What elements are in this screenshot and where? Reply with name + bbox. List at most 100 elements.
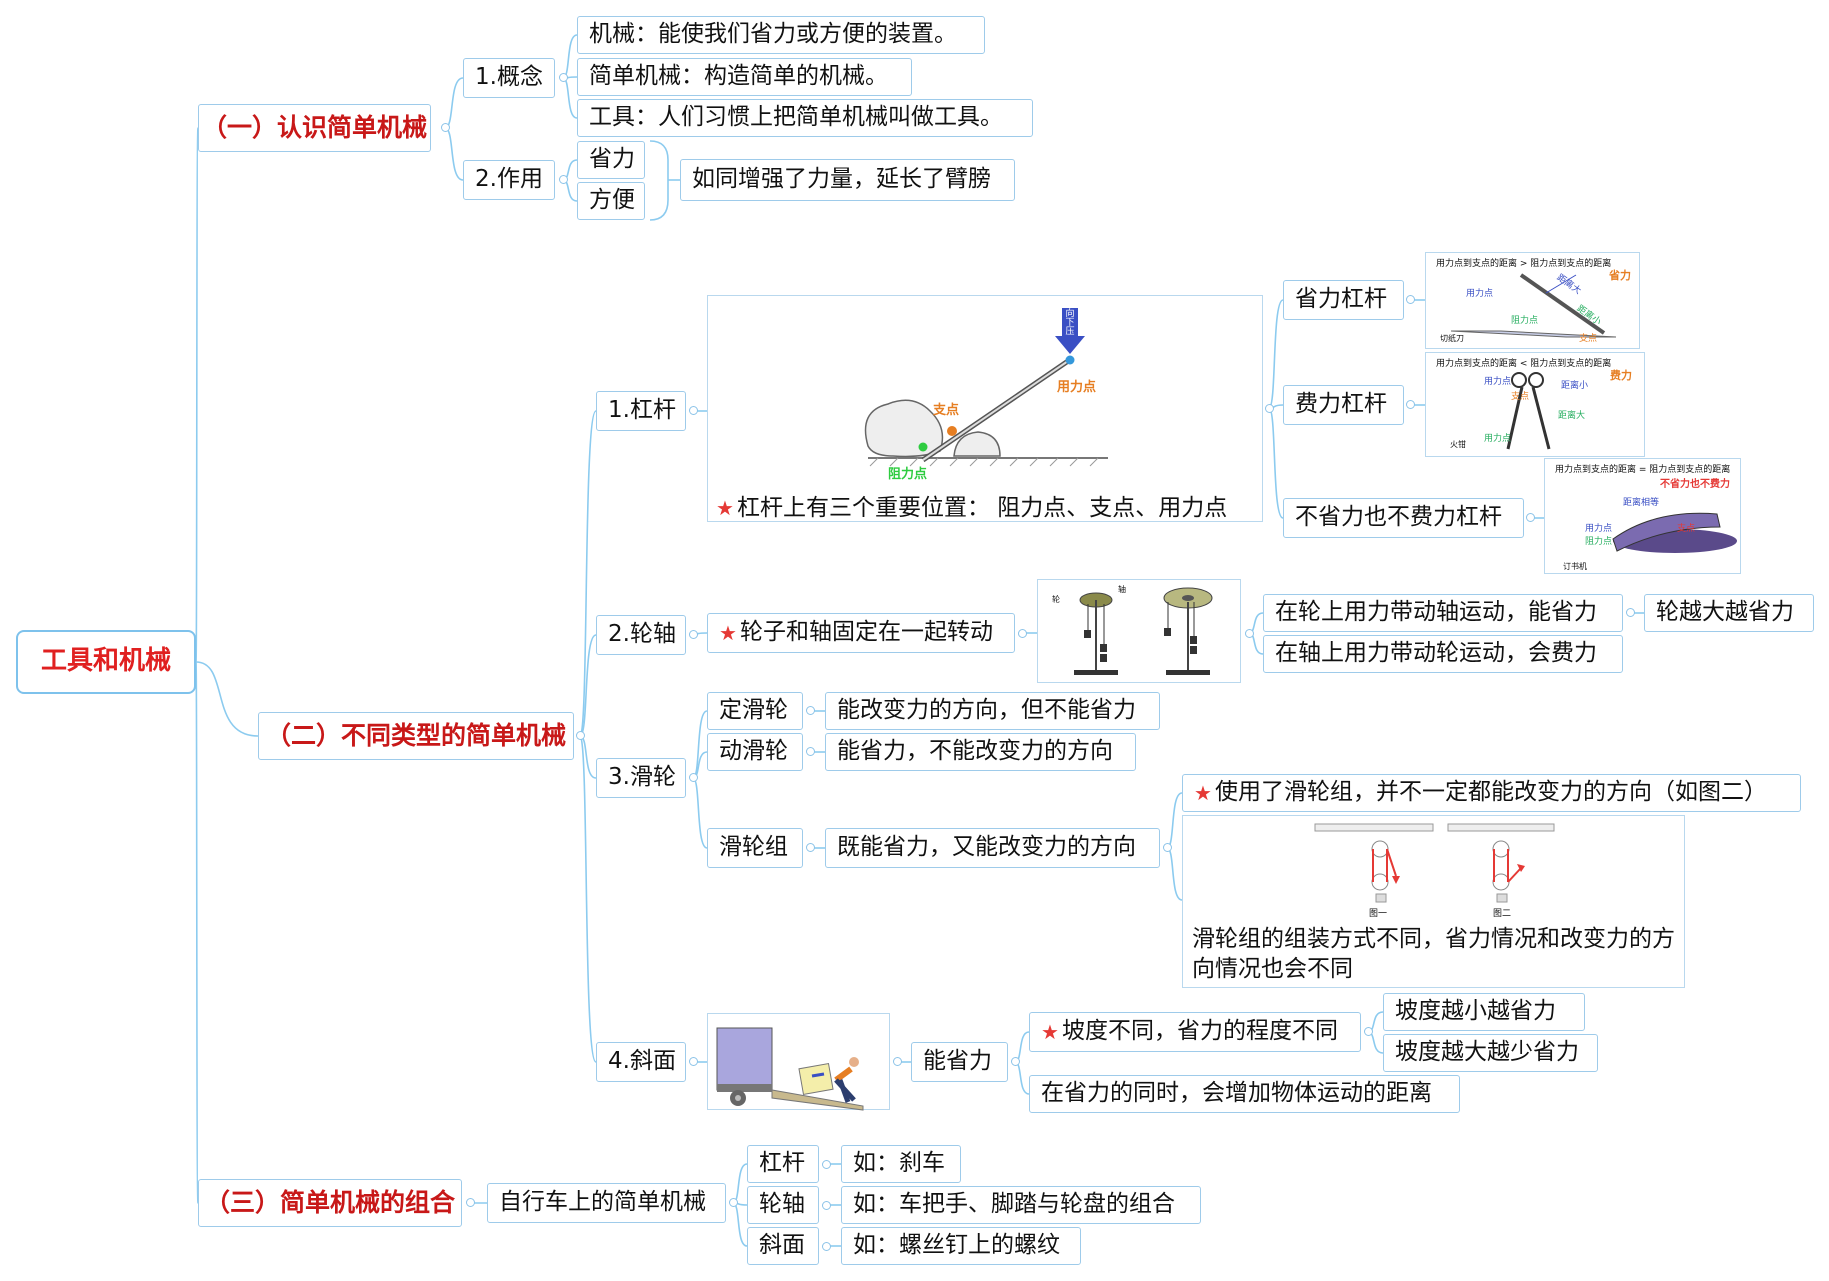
slope-note-text: 坡度不同，省力的程度不同 (1061, 1018, 1338, 1045)
collapse-dot[interactable] (1526, 513, 1535, 522)
wheel-axle-label-axle: 轴 (1118, 585, 1126, 594)
lever-node[interactable]: 1.杠杆 (596, 391, 686, 431)
lever-image-stapler[interactable]: 用力点到支点的距离 = 阻力点到支点的距离 不省力也不费力 距离相等 用力点 阻… (1544, 458, 1741, 574)
stapler-label-effort: 用力点 (1585, 524, 1613, 534)
collapse-dot[interactable] (1011, 1057, 1020, 1066)
connector-line (444, 127, 464, 181)
bicycle-example-screw[interactable]: 如：螺丝钉上的螺纹 (841, 1227, 1081, 1265)
concept-item-tool[interactable]: 工具：人们习惯上把简单机械叫做工具。 (577, 99, 1033, 137)
paper-cutter-tag: 省力 (1609, 269, 1631, 282)
wheel-axle-note[interactable]: ★轮子和轴固定在一起转动 (707, 613, 1015, 653)
collapse-dot[interactable] (822, 1160, 831, 1169)
slope-image[interactable] (707, 1013, 890, 1111)
slope-note[interactable]: ★坡度不同，省力的程度不同 (1029, 1012, 1361, 1052)
use-item-convenient[interactable]: 方便 (577, 182, 645, 220)
wheel-axle-case-1[interactable]: 在轮上用力带动轴运动，能省力 (1263, 594, 1623, 632)
concept-node[interactable]: 1.概念 (463, 58, 555, 98)
collapse-dot[interactable] (1245, 629, 1254, 638)
stapler-label-fulcrum: 支点 (1677, 524, 1696, 534)
bicycle-type-lever[interactable]: 杠杆 (747, 1145, 819, 1183)
bicycle-example-brake[interactable]: 如：刹车 (841, 1145, 961, 1183)
collapse-dot[interactable] (689, 406, 698, 415)
collapse-dot[interactable] (806, 747, 815, 756)
concept-item-simple-machine[interactable]: 简单机械：构造简单的机械。 (577, 58, 912, 96)
collapse-dot[interactable] (1406, 295, 1415, 304)
connector-line (692, 777, 708, 849)
bicycle-type-slope[interactable]: 斜面 (747, 1227, 819, 1265)
section-2-title[interactable]: （二）不同类型的简单机械 (258, 712, 574, 760)
fixed-pulley-node[interactable]: 定滑轮 (707, 692, 803, 730)
collapse-dot[interactable] (559, 73, 568, 82)
collapse-dot[interactable] (893, 1057, 902, 1066)
wheel-axle-case-2[interactable]: 在轴上用力带动轮运动，会费力 (1263, 635, 1623, 673)
bicycle-type-wheel-axle[interactable]: 轮轴 (747, 1186, 819, 1224)
paper-cutter-label-load: 阻力点 (1511, 316, 1539, 326)
wheel-axle-node[interactable]: 2.轮轴 (596, 615, 686, 655)
tongs-caption: 用力点到支点的距离 < 阻力点到支点的距离 (1436, 359, 1612, 369)
connector-line (562, 77, 578, 119)
pulley-block-note-text: 使用了滑轮组，并不一定都能改变力的方向（如图二） (1214, 779, 1767, 806)
pulley-block-note[interactable]: ★使用了滑轮组，并不一定都能改变力的方向（如图二） (1182, 774, 1801, 812)
connector-line (444, 77, 464, 129)
tongs-label-near: 距离小 (1561, 381, 1589, 391)
connector-line (195, 661, 259, 737)
slope-node[interactable]: 4.斜面 (596, 1042, 686, 1082)
slope-sub-gentle[interactable]: 坡度越小越省力 (1383, 993, 1585, 1031)
section-3-title[interactable]: （三）简单机械的组合 (198, 1179, 462, 1227)
lever-image-paper-cutter[interactable]: 用力点到支点的距离 > 阻力点到支点的距离 省力 用力点 距离大 阻力点 距离小… (1425, 252, 1640, 349)
lever-type-neutral[interactable]: 不省力也不费力杠杆 (1283, 498, 1524, 538)
movable-pulley-node[interactable]: 动滑轮 (707, 733, 803, 771)
lever-card[interactable]: 向下压 用力点 支点 阻力点 ★杠杆上有三个重要位置： 阻力点、支点、用力点 (707, 295, 1263, 522)
bracket-line (649, 140, 669, 221)
collapse-dot[interactable] (576, 731, 585, 740)
collapse-dot[interactable] (441, 123, 450, 132)
collapse-dot[interactable] (729, 1198, 738, 1207)
star-icon: ★ (1194, 781, 1212, 805)
section-1-title[interactable]: （一）认识简单机械 (198, 104, 431, 152)
collapse-dot[interactable] (822, 1201, 831, 1210)
pulley-block-card[interactable]: 图一 图二 滑轮组的组装方式不同，省力情况和改变力的方向情况也会不同 (1182, 815, 1685, 988)
wheel-axle-extra[interactable]: 轮越大越省力 (1644, 594, 1814, 632)
collapse-dot[interactable] (1406, 400, 1415, 409)
wheel-axle-illustration (1074, 587, 1213, 675)
concept-item-machine[interactable]: 机械：能使我们省力或方便的装置。 (577, 16, 985, 54)
pulley-figure-2-label: 图二 (1493, 909, 1512, 919)
collapse-dot[interactable] (822, 1242, 831, 1251)
collapse-dot[interactable] (1265, 404, 1274, 413)
collapse-dot[interactable] (806, 706, 815, 715)
root-node[interactable]: 工具和机械 (16, 630, 196, 694)
connector-line (692, 710, 708, 779)
collapse-dot[interactable] (689, 773, 698, 782)
lever-type-force-saving[interactable]: 省力杠杆 (1283, 280, 1404, 320)
slope-note-2[interactable]: 在省力的同时，会增加物体运动的距离 (1029, 1075, 1460, 1113)
collapse-dot[interactable] (1163, 843, 1172, 852)
use-item-save-force[interactable]: 省力 (577, 141, 645, 179)
lever-image-tongs[interactable]: 用力点到支点的距离 < 阻力点到支点的距离 费力 用力点 支点 距离小 距离大 … (1425, 352, 1645, 457)
stapler-label-equal: 距离相等 (1623, 498, 1660, 508)
fixed-pulley-desc[interactable]: 能改变力的方向，但不能省力 (825, 692, 1160, 730)
use-summary[interactable]: 如同增强了力量，延长了臂膀 (680, 159, 1015, 201)
lever-type-force-costing[interactable]: 费力杠杆 (1283, 385, 1404, 425)
collapse-dot[interactable] (689, 1057, 698, 1066)
bicycle-node[interactable]: 自行车上的简单机械 (487, 1183, 726, 1223)
wheel-axle-image[interactable]: 轮 轴 (1037, 579, 1241, 683)
pulley-node[interactable]: 3.滑轮 (596, 758, 686, 798)
connector-line (1166, 847, 1183, 901)
connector-line (1166, 792, 1183, 849)
bicycle-example-handlebar[interactable]: 如：车把手、脚踏与轮盘的组合 (841, 1186, 1201, 1224)
slope-sub-steep[interactable]: 坡度越大越少省力 (1383, 1034, 1598, 1072)
use-node[interactable]: 2.作用 (463, 160, 555, 200)
pulley-block-desc[interactable]: 既能省力，又能改变力的方向 (825, 828, 1160, 868)
collapse-dot[interactable] (1364, 1027, 1373, 1036)
collapse-dot[interactable] (1626, 608, 1635, 617)
slope-effect[interactable]: 能省力 (911, 1042, 1008, 1082)
collapse-dot[interactable] (1018, 629, 1027, 638)
movable-pulley-desc[interactable]: 能省力，不能改变力的方向 (825, 733, 1136, 771)
collapse-dot[interactable] (559, 175, 568, 184)
collapse-dot[interactable] (806, 843, 815, 852)
pulley-figure-1-label: 图一 (1369, 909, 1388, 919)
tongs-label-name: 火钳 (1450, 440, 1466, 449)
pulley-block-node[interactable]: 滑轮组 (707, 828, 803, 868)
collapse-dot[interactable] (466, 1198, 475, 1207)
collapse-dot[interactable] (689, 630, 698, 639)
